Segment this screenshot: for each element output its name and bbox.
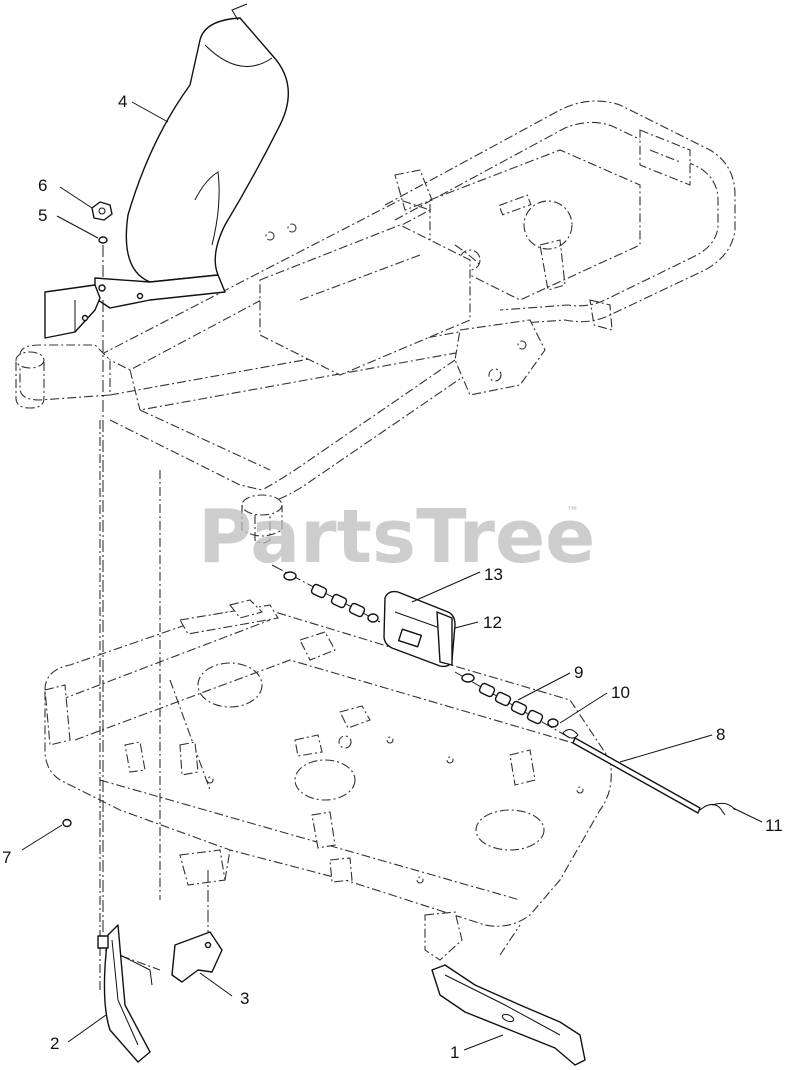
chute-knob-hardware bbox=[91, 201, 113, 280]
spacer-stack-lower bbox=[454, 671, 579, 739]
callout-13: 13 bbox=[484, 565, 503, 584]
nut bbox=[62, 818, 72, 828]
callout-6: 6 bbox=[38, 176, 47, 195]
callout-leaders bbox=[21, 101, 763, 1051]
callout-5: 5 bbox=[38, 206, 47, 225]
spacer-stack-upper bbox=[271, 564, 381, 623]
callout-10: 10 bbox=[611, 683, 630, 702]
baffle-bracket bbox=[171, 870, 223, 983]
callout-3: 3 bbox=[240, 989, 249, 1008]
callout-labels: 4 6 5 7 13 12 9 10 8 11 3 2 1 bbox=[2, 92, 783, 1062]
watermark: PartsTree ™ bbox=[198, 494, 595, 580]
callout-1: 1 bbox=[450, 1043, 459, 1062]
watermark-text: PartsTree bbox=[198, 494, 595, 580]
idler-plate bbox=[383, 590, 456, 668]
callout-12: 12 bbox=[483, 613, 502, 632]
discharge-chute bbox=[44, 3, 289, 339]
tractor-frame-ghost bbox=[15, 100, 736, 544]
callout-9: 9 bbox=[574, 663, 583, 682]
callout-4: 4 bbox=[118, 92, 127, 111]
callout-2: 2 bbox=[50, 1034, 59, 1053]
watermark-trademark: ™ bbox=[566, 505, 579, 520]
baffle bbox=[97, 880, 153, 1063]
callout-7: 7 bbox=[2, 848, 11, 867]
callout-8: 8 bbox=[716, 725, 725, 744]
callout-11: 11 bbox=[765, 816, 783, 835]
mower-blade bbox=[431, 964, 586, 1066]
mower-deck-ghost bbox=[44, 420, 612, 990]
